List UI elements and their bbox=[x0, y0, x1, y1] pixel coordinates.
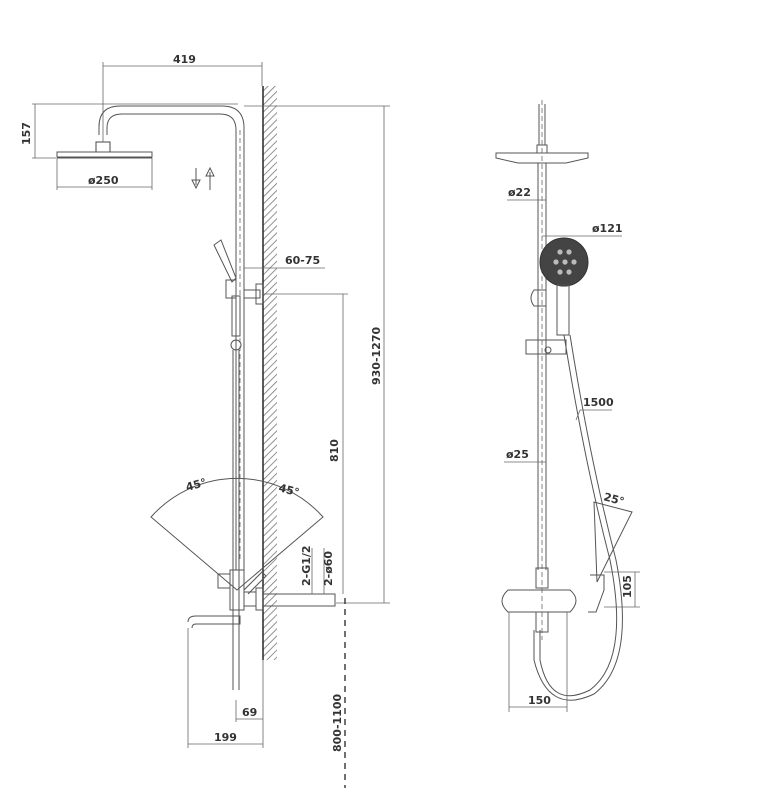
overhead-arm bbox=[98, 105, 245, 570]
dim-inlet-height: 800-1100 bbox=[331, 694, 344, 752]
dim-head-diameter: ø250 bbox=[88, 174, 119, 187]
wall-hatch bbox=[263, 86, 277, 660]
rain-head-connector bbox=[95, 141, 111, 153]
front-view: 25° ø22 ø121 1500 ø25 105 150 bbox=[495, 100, 640, 712]
hook-angle-sector bbox=[593, 501, 633, 583]
hand-shower-side bbox=[213, 239, 237, 283]
dim-mixer-to-bracket: 810 bbox=[328, 439, 341, 462]
label-inlet-escutcheon: 2-ø60 bbox=[322, 551, 335, 586]
wall-bracket bbox=[243, 289, 261, 299]
dim-handle-offset: 69 bbox=[242, 706, 257, 719]
inlet-pipe bbox=[262, 593, 336, 607]
dim-pipe-top-diameter: ø22 bbox=[508, 186, 531, 199]
rain-head-front bbox=[495, 152, 589, 164]
spray-nozzles-icon bbox=[553, 249, 577, 275]
dim-hose-length: 1500 bbox=[583, 396, 614, 409]
label-inlet-thread: 2-G1/2 bbox=[300, 545, 313, 586]
angle-right: 45° bbox=[277, 481, 300, 499]
dim-mixer-width: 150 bbox=[528, 694, 551, 707]
hook-holder bbox=[588, 574, 605, 613]
bath-spout bbox=[187, 615, 241, 629]
dim-arm-length: 419 bbox=[173, 53, 196, 66]
dim-spout-reach: 199 bbox=[214, 731, 237, 744]
shower-hose bbox=[539, 334, 618, 697]
rain-head bbox=[56, 151, 153, 158]
mixer-body-front bbox=[501, 589, 577, 613]
dim-pipe-diameter: ø25 bbox=[506, 448, 529, 461]
dim-spout-height: 105 bbox=[621, 575, 634, 598]
angle-left: 45° bbox=[184, 476, 207, 494]
side-view: 419 157 ø250 60-75 930-1270 810 2-G1/2 2… bbox=[20, 53, 390, 788]
adjust-arrows-icon bbox=[191, 166, 215, 190]
dim-bracket-spacing: 60-75 bbox=[285, 254, 320, 267]
dim-height-range: 930-1270 bbox=[370, 327, 383, 385]
angle-hook: 25° bbox=[602, 490, 625, 508]
mixer-lever bbox=[243, 571, 267, 595]
dim-head-drop: 157 bbox=[20, 122, 33, 145]
rotation-sector bbox=[150, 477, 324, 591]
dim-hand-shower-diameter: ø121 bbox=[592, 222, 623, 235]
